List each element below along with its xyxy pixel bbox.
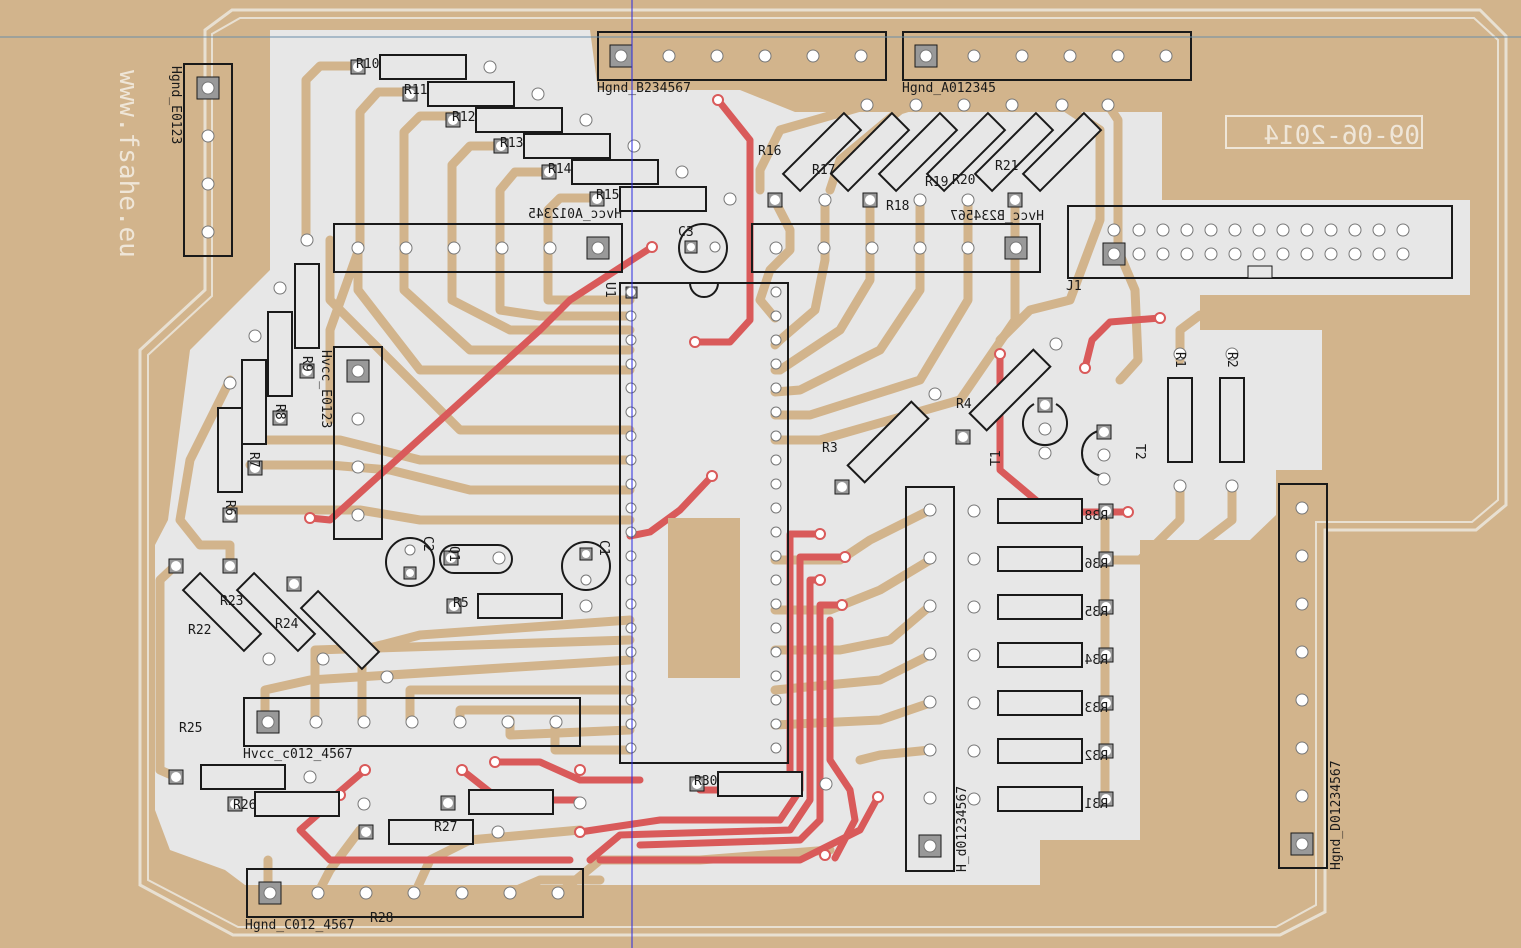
label-t1: T1 <box>989 450 1004 466</box>
label-r30: R30 <box>694 774 717 789</box>
label-r35: R35 <box>1085 605 1108 620</box>
bottom-traces <box>155 61 1305 910</box>
resistors-r1-r2: R1 R2 <box>1167 347 1245 493</box>
label-hgnd-e0123: Hgnd_E0123 <box>168 66 183 144</box>
resistor-r26: R26 <box>227 791 371 817</box>
label-r15: R15 <box>596 188 619 203</box>
label-r12: R12 <box>452 110 475 125</box>
label-r22: R22 <box>188 623 211 638</box>
capacitor-c3: C3 <box>678 223 728 273</box>
resistors-r31-r38 <box>997 498 1083 812</box>
label-hgnd-d01234567: Hgnd_D01234567 <box>1329 760 1344 870</box>
label-r19: R19 <box>925 175 948 190</box>
silkscreen-website: www.fsahe.eu <box>113 70 143 258</box>
label-r9: R9 <box>299 356 314 372</box>
header-h-d01234567: H_d01234567 <box>905 486 970 872</box>
resistor-r5: R5 <box>446 593 593 619</box>
silkscreen-date-box: 09-06-2014 <box>1225 115 1423 151</box>
pads-r3-r4 <box>834 337 1063 495</box>
label-r28: R28 <box>370 911 393 926</box>
capacitor-c1: C1 <box>561 540 611 591</box>
label-r33: R33 <box>1085 701 1108 716</box>
label-hgnd-c012-4567: Hgnd_C012_4567 <box>245 918 355 933</box>
resistor-r27: R27 <box>358 819 505 845</box>
label-u1: U1 <box>602 282 617 298</box>
label-r16: R16 <box>758 144 781 159</box>
pads-r6-r9 <box>222 233 315 523</box>
label-hvcc-e0123: Hvcc_E0123 <box>318 350 333 428</box>
pads-r17-r21 <box>767 98 1115 208</box>
label-r21: R21 <box>995 159 1018 174</box>
silkscreen-date: 09-06-2014 <box>1263 121 1420 151</box>
header-hgnd-e0123: Hgnd_E0123 <box>168 63 233 257</box>
label-r8: R8 <box>272 404 287 420</box>
resistors-r10-r15 <box>379 54 707 212</box>
ic-u1: U1 <box>602 282 789 764</box>
pads-r10-r15 <box>350 59 737 207</box>
header-hgnd-c012-4567: Hgnd_C012_4567 <box>245 868 584 933</box>
label-r5: R5 <box>453 596 469 611</box>
header-hvcc-a012345: Hvcc_A012345 <box>333 207 623 273</box>
label-r17: R17 <box>812 163 835 178</box>
label-r26: R26 <box>233 798 256 813</box>
transistor-t1: T1 <box>989 397 1068 466</box>
label-r25: R25 <box>179 721 202 736</box>
label-q1: Q1 <box>446 546 461 562</box>
pads-r31-r38 <box>967 503 1114 807</box>
resistors-r3-r4 <box>846 348 1052 484</box>
label-r7: R7 <box>246 452 261 468</box>
header-hgnd-a012345: Hgnd_A012345 <box>902 31 1192 96</box>
label-c2: C2 <box>420 536 435 552</box>
label-r24: R24 <box>275 617 299 632</box>
label-c3: C3 <box>678 225 694 240</box>
label-r23: R23 <box>220 594 243 609</box>
resistors-r17-r21 <box>781 111 1103 193</box>
resistor-r29 <box>440 789 587 815</box>
label-r13: R13 <box>500 136 523 151</box>
transistor-t2: T2 <box>1081 424 1147 486</box>
label-r38: R38 <box>1085 509 1108 524</box>
label-r32: R32 <box>1085 749 1108 764</box>
resistors-r22-r24 <box>181 571 381 671</box>
header-hvcc-c012-4567: Hvcc_c012_4567 <box>243 697 581 762</box>
label-r6: R6 <box>222 500 237 516</box>
resistor-r30: R30 <box>689 771 833 797</box>
label-r11: R11 <box>404 83 427 98</box>
label-r14: R14 <box>548 162 572 177</box>
label-r1: R1 <box>1172 352 1187 368</box>
label-j1: J1 <box>1066 279 1082 294</box>
label-h-d01234567: H_d01234567 <box>955 786 970 872</box>
header-hvcc-e0123: Hvcc_E0123 <box>318 346 383 540</box>
header-j1: J1 <box>1066 205 1453 294</box>
label-r20: R20 <box>952 173 975 188</box>
capacitor-c2: C2 <box>385 536 435 587</box>
pads-r22-r24 <box>168 558 394 684</box>
crystal-q1: Q1 <box>439 544 513 574</box>
header-hvcc-b234567: Hvcc_B234567 <box>751 209 1044 273</box>
label-hvcc-a012345: Hvcc_A012345 <box>528 207 622 222</box>
board-outline <box>138 8 1508 937</box>
header-hgnd-d01234567: Hgnd_D01234567 <box>1278 483 1344 870</box>
label-hvcc-b234567: Hvcc_B234567 <box>950 209 1044 224</box>
label-r34: R34 <box>1084 653 1108 668</box>
label-r31: R31 <box>1085 797 1108 812</box>
label-t2: T2 <box>1132 444 1147 460</box>
resistors-r6-r9 <box>217 263 320 493</box>
label-r18: R18 <box>886 199 909 214</box>
label-r27: R27 <box>434 820 457 835</box>
header-hgnd-b234567: Hgnd_B234567 <box>597 31 887 96</box>
label-hvcc-c012-4567: Hvcc_c012_4567 <box>243 747 353 762</box>
resistor-r25 <box>168 764 317 790</box>
label-r10: R10 <box>356 57 379 72</box>
label-hgnd-a012345: Hgnd_A012345 <box>902 81 996 96</box>
label-r2: R2 <box>1224 352 1239 368</box>
label-hgnd-b234567: Hgnd_B234567 <box>597 81 691 96</box>
label-c1: C1 <box>596 540 611 556</box>
label-r3: R3 <box>822 441 838 456</box>
label-r4: R4 <box>956 397 972 412</box>
label-r36: R36 <box>1085 557 1108 572</box>
board-outline-inner <box>147 17 1499 928</box>
